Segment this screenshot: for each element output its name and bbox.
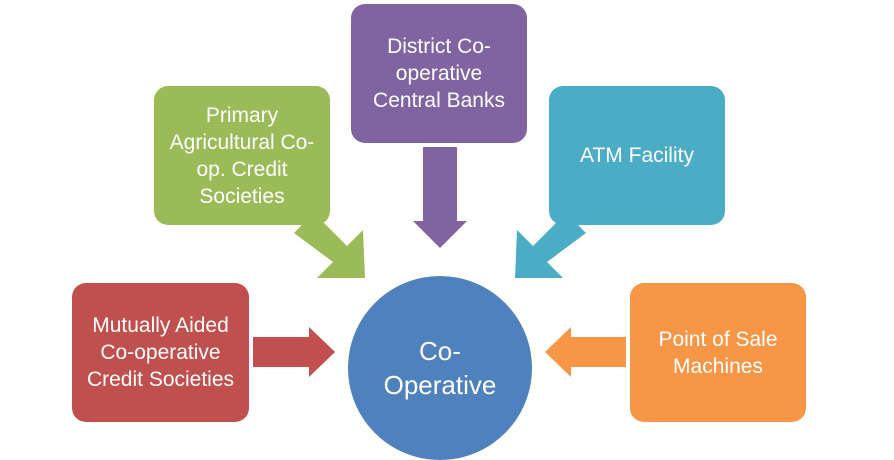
node-label-line: operative (395, 62, 483, 85)
arrow-pos-to-center (545, 327, 626, 377)
connector-arrows (253, 147, 626, 377)
node-label-line: Credit Societies (86, 368, 235, 391)
node-label-line: Co-operative (100, 341, 221, 364)
arrow-atm-to-center (515, 213, 586, 278)
node-label-line: Mutually Aided (92, 314, 229, 337)
node-atm-facility: ATM Facility (549, 86, 725, 225)
node-label-line: Primary (205, 103, 279, 127)
node-label-line: op. Credit (196, 157, 288, 181)
node-label-line: ATM Facility (580, 144, 694, 167)
node-label-line: Machines (673, 354, 763, 378)
center-label-line2: Operative (383, 370, 497, 400)
node-label-line: Point of Sale (658, 327, 778, 351)
node-label-line: Societies (199, 184, 285, 208)
node-label-line: District Co- (387, 35, 491, 58)
node-label-line: Central Banks (373, 89, 505, 112)
node-label: ATM Facility (580, 142, 694, 169)
center-label-line1: Co- (419, 336, 461, 366)
arrow-pacs-to-center (294, 213, 365, 278)
node-label-line: Agricultural Co- (169, 130, 315, 154)
center-node-cooperative: Co- Operative (348, 276, 532, 460)
arrow-dccb-to-center (413, 147, 467, 248)
arrow-macs-to-center (253, 327, 335, 377)
